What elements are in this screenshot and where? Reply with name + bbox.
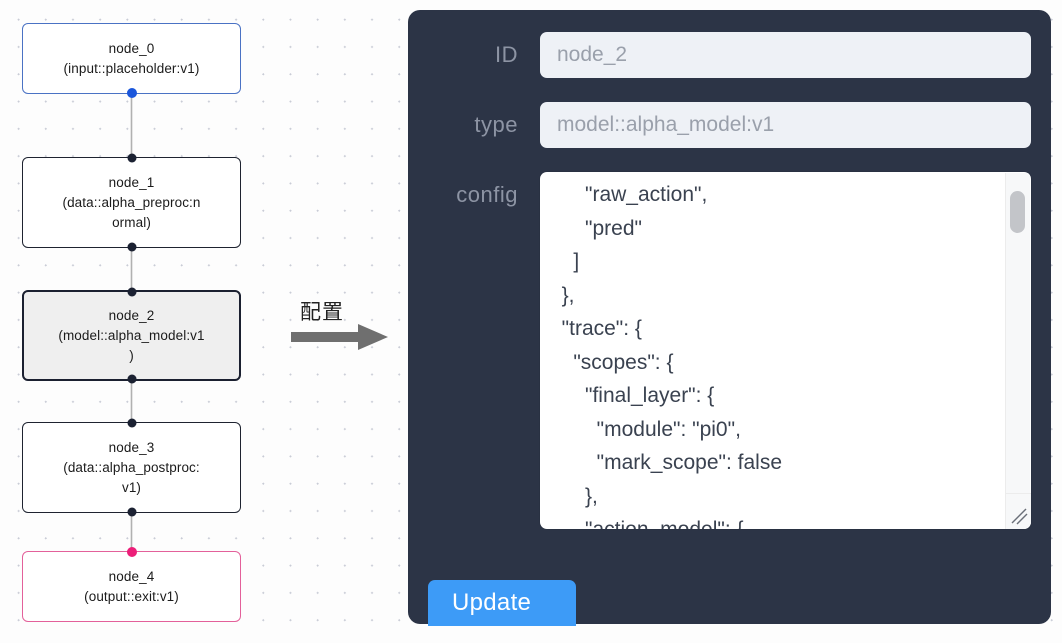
node-inspector-panel: ID type config xyxy=(408,10,1051,624)
node-label-line: node_2 xyxy=(108,307,155,323)
node-label-line: ) xyxy=(129,347,134,363)
configure-arrow-group: 配置 xyxy=(288,296,396,358)
field-row-config: config xyxy=(428,172,1031,529)
node-handle-bottom[interactable] xyxy=(127,242,136,252)
node-handle-top[interactable] xyxy=(127,287,136,297)
graph-node-node_2[interactable]: node_2 (model::alpha_model:v1 ) xyxy=(22,287,241,384)
type-field-label: type xyxy=(474,112,518,137)
node-label-line: node_0 xyxy=(108,40,155,56)
node-handle-bottom[interactable] xyxy=(127,374,136,384)
field-row-id: ID xyxy=(428,32,1031,78)
config-scrollbar-track[interactable] xyxy=(1005,173,1030,493)
resize-grip-icon xyxy=(1011,508,1028,525)
node-handle-top[interactable] xyxy=(127,418,136,428)
node-label-line: (data::alpha_preproc:n xyxy=(62,194,201,210)
graph-node-node_0[interactable]: node_0 (input::placeholder:v1) xyxy=(22,23,241,98)
config-scrollbar-thumb[interactable] xyxy=(1010,191,1025,233)
arrow-icon xyxy=(291,324,388,350)
node-label-line: (input::placeholder:v1) xyxy=(63,60,200,76)
graph-node-node_4[interactable]: node_4 (output::exit:v1) xyxy=(22,547,241,622)
config-field-label: config xyxy=(456,182,518,207)
node-label-line: v1) xyxy=(121,479,142,495)
graph-node-node_1[interactable]: node_1 (data::alpha_preproc:n ormal) xyxy=(22,153,241,252)
node-handle-top[interactable] xyxy=(126,547,137,557)
node-label-line: node_1 xyxy=(108,174,155,190)
node-handle-bottom[interactable] xyxy=(127,507,136,517)
id-input[interactable] xyxy=(540,32,1031,78)
node-handle-bottom[interactable] xyxy=(126,88,137,98)
node-handle-top[interactable] xyxy=(127,153,136,163)
type-input[interactable] xyxy=(540,102,1031,148)
config-textarea[interactable] xyxy=(540,172,1031,529)
graph-node-node_3[interactable]: node_3 (data::alpha_postproc: v1) xyxy=(22,418,241,517)
node-label-line: ormal) xyxy=(112,214,151,230)
update-button[interactable]: Update xyxy=(428,580,576,626)
node-label-line: (output::exit:v1) xyxy=(84,588,179,604)
field-row-type: type xyxy=(428,102,1031,148)
config-textarea-wrapper xyxy=(540,172,1031,529)
arrow-caption-label: 配置 xyxy=(300,300,344,324)
node-label-line: (model::alpha_model:v1 xyxy=(58,327,205,343)
node-label-line: (data::alpha_postproc: xyxy=(63,459,200,475)
node-label-line: node_4 xyxy=(108,568,155,584)
id-field-label: ID xyxy=(495,42,518,67)
node-label-line: node_3 xyxy=(108,439,155,455)
config-resize-grip[interactable] xyxy=(1005,493,1031,529)
